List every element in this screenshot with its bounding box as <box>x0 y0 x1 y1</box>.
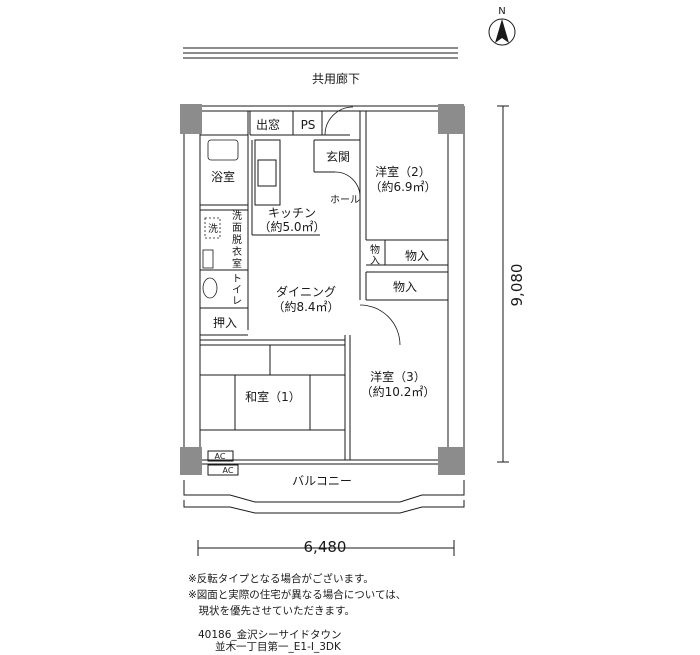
door-swing <box>359 304 401 346</box>
door-swings <box>324 106 401 346</box>
room-label-oshiire: 押入 <box>213 316 237 330</box>
toilet-char: ト <box>232 274 242 285</box>
dimension-lines <box>197 105 509 556</box>
width-dimension: 6,480 <box>304 538 347 556</box>
door-swing <box>334 171 361 198</box>
room-label-ps: PS <box>301 118 316 132</box>
washer-label: 洗 <box>208 223 218 235</box>
corridor-label: 共用廊下 <box>312 71 360 86</box>
toilet-char: レ <box>232 296 242 307</box>
room-label-yokushitsu: 浴室 <box>211 169 235 184</box>
toilet-icon <box>202 277 218 299</box>
room-label-monoire2: 物入 <box>393 280 417 294</box>
ac-unit <box>207 464 239 476</box>
room-label-genkan: 玄関 <box>326 149 350 164</box>
senmen-char: 衣 <box>232 245 242 258</box>
pillars <box>180 104 464 475</box>
storage-char: 物 <box>370 243 380 256</box>
pillar <box>438 447 464 475</box>
ac-unit <box>207 450 234 462</box>
note-line: 現状を優先させていただきます。 <box>188 605 355 617</box>
room-name-yoshitsu3: 洋室（3） <box>370 369 426 384</box>
pillar <box>180 104 202 134</box>
washer-icon <box>204 217 221 239</box>
senmen-char: 室 <box>232 257 242 270</box>
north-label: N <box>498 6 505 17</box>
room-name-dining: ダイニング <box>276 284 336 299</box>
pillar <box>180 447 202 475</box>
caption-line: 並木一丁目第一_E1-I_3DK <box>215 641 341 653</box>
room-label-monoire1: 物入 <box>405 249 429 263</box>
room-area-kitchen: （約5.0㎡） <box>258 219 325 234</box>
pillar <box>438 104 464 134</box>
note-line: ※図面と実際の住宅が異なる場合については、 <box>188 589 407 601</box>
room-label-balcony: バルコニー <box>292 474 352 488</box>
ac-label: AC <box>215 452 226 461</box>
toilet-char: イ <box>232 285 242 296</box>
fixtures <box>202 139 239 299</box>
ac-label: AC <box>223 466 234 475</box>
outer-walls <box>183 105 465 475</box>
interior-walls <box>200 111 448 460</box>
depth-dimension: 9,080 <box>508 264 526 307</box>
senmen-char: 洗 <box>232 210 242 222</box>
note-line: ※反転タイプとなる場合がございます。 <box>188 573 374 585</box>
room-area-yoshitsu2: （約6.9㎡） <box>369 179 436 194</box>
room-area-yoshitsu3: （約10.2㎡） <box>361 384 436 399</box>
north-arrow: N <box>488 6 516 46</box>
room-label-washitsu: 和室（1） <box>245 389 301 404</box>
senmen-char: 面 <box>232 223 242 234</box>
storage-char: 入 <box>370 256 380 267</box>
sink-icon <box>202 249 214 269</box>
balcony <box>183 450 465 514</box>
senmen-char: 脱 <box>232 233 242 246</box>
north-arrow-icon <box>495 19 509 43</box>
caption-line: 40186_金沢シーサイドタウン <box>198 629 342 641</box>
door-swing <box>324 106 354 136</box>
room-area-dining: （約8.4㎡） <box>272 299 339 314</box>
room-name-kitchen: キッチン <box>268 206 316 220</box>
room-label-demado: 出窓 <box>256 117 280 132</box>
room-name-yoshitsu2: 洋室（2） <box>375 164 431 179</box>
corridor-lines <box>183 47 458 59</box>
bathtub-icon <box>207 139 239 161</box>
room-label-hall: ホール <box>330 194 360 206</box>
